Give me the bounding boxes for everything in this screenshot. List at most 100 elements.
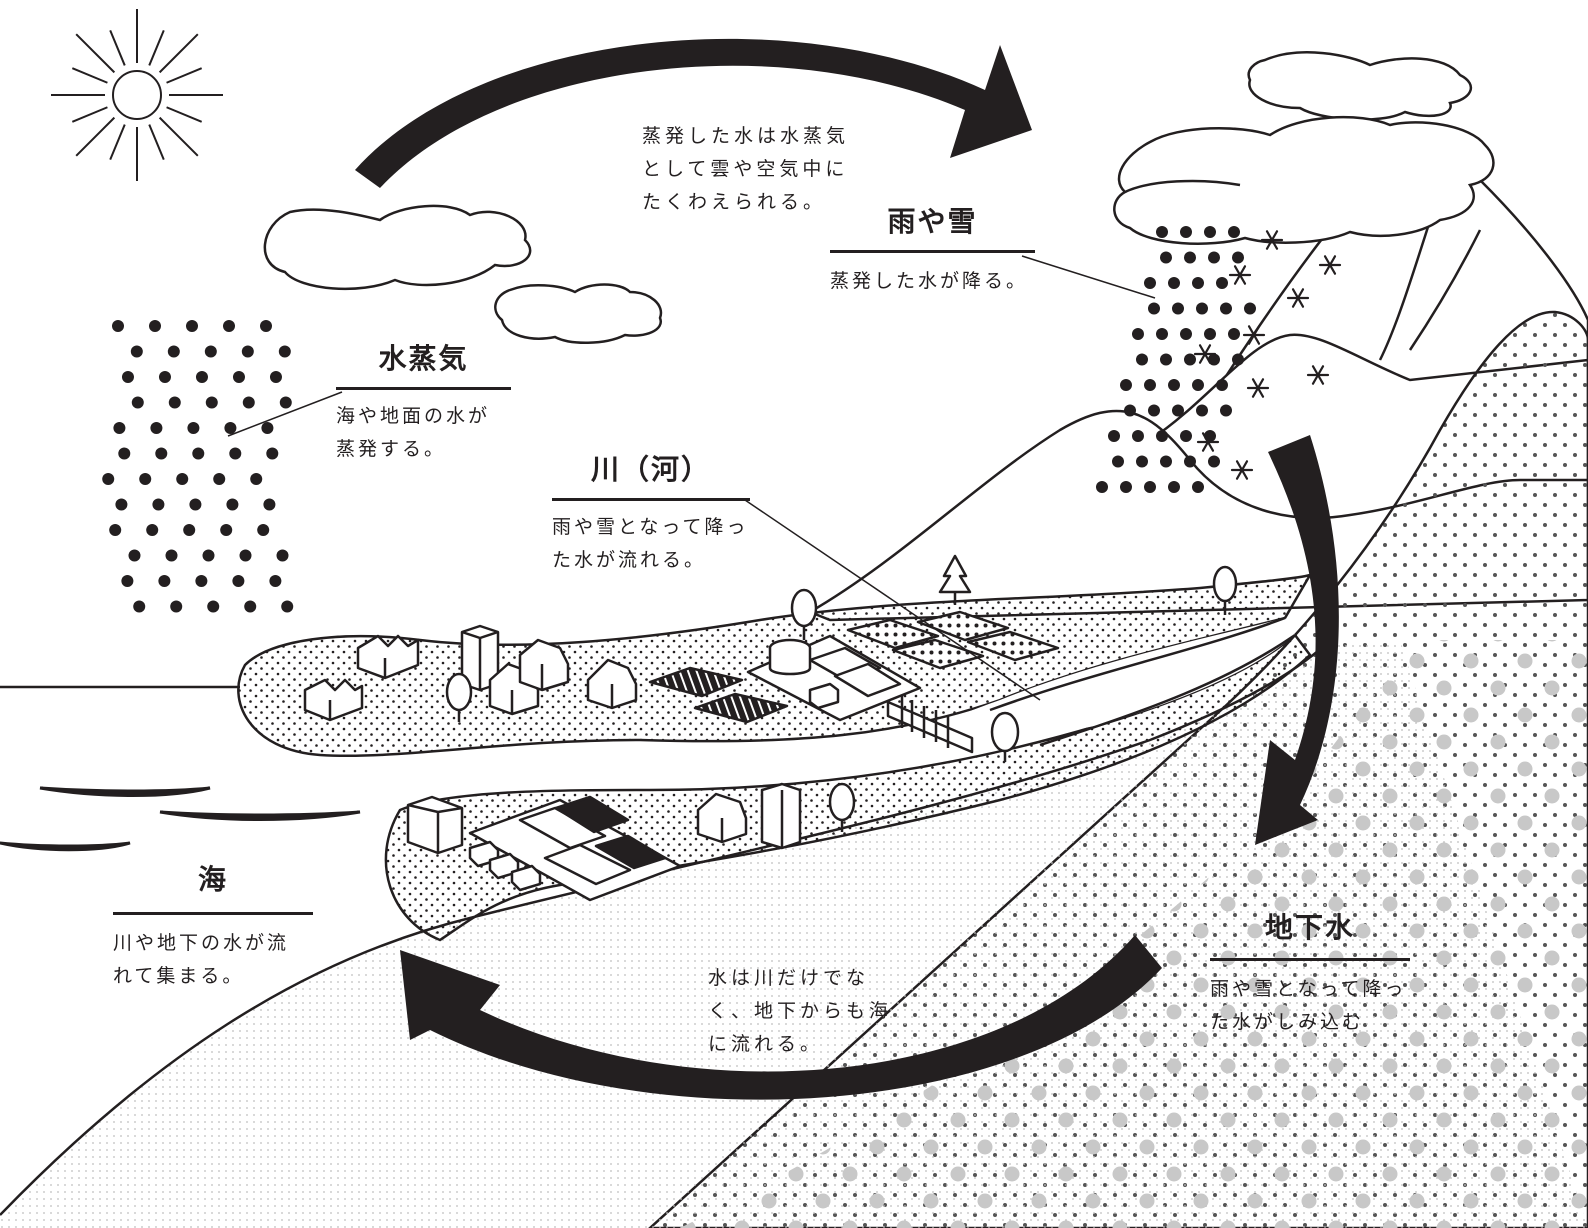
runoff-note: 水は川だけでな く、地下からも海 に流れる。 bbox=[708, 967, 893, 1055]
heading-vapor: 水蒸気 bbox=[336, 345, 511, 390]
vapor-dot bbox=[224, 422, 237, 434]
rain-dot bbox=[1160, 455, 1172, 468]
vapor-dot bbox=[204, 345, 217, 358]
rain-dot bbox=[1204, 328, 1216, 340]
vapor-dot bbox=[250, 473, 263, 485]
vapor-dot bbox=[139, 473, 152, 485]
town-lower bbox=[406, 782, 856, 902]
sun-ray bbox=[109, 124, 126, 161]
sun-ray bbox=[71, 106, 108, 123]
label-rain-snow: 雨や雪 蒸発した水が降る。 bbox=[830, 208, 1035, 298]
sun-ray bbox=[158, 33, 199, 74]
vapor-dot bbox=[261, 422, 274, 434]
tree-icon bbox=[828, 782, 856, 832]
sun-ray bbox=[166, 67, 203, 84]
tree-icon bbox=[445, 672, 473, 722]
sun-ray bbox=[148, 29, 165, 66]
vapor-dot bbox=[223, 320, 235, 332]
snowflake-icon bbox=[1242, 325, 1266, 345]
desc-vapor: 海や地面の水が 蒸発する。 bbox=[336, 405, 491, 460]
vapor-dot bbox=[150, 422, 163, 434]
rain-dot bbox=[1192, 379, 1204, 391]
arrow-icon bbox=[1255, 435, 1339, 845]
label-sea: 海 川や地下の水が流 れて集まる。 bbox=[113, 866, 313, 993]
house-icon bbox=[696, 792, 748, 844]
rain-dot bbox=[1144, 481, 1156, 493]
rain-dot bbox=[1160, 353, 1172, 366]
house-icon bbox=[518, 638, 570, 692]
sun-ray bbox=[166, 106, 203, 123]
rain-dot bbox=[1168, 481, 1180, 493]
rain-dot bbox=[1168, 277, 1180, 289]
rain-dot bbox=[1120, 379, 1132, 391]
heading-river: 川（河） bbox=[552, 456, 750, 501]
leader-lines bbox=[227, 255, 1156, 701]
vapor-dot bbox=[192, 447, 205, 460]
rain-dot bbox=[1156, 430, 1168, 442]
vapor-dot bbox=[158, 575, 171, 587]
rain-dot bbox=[1184, 251, 1196, 264]
vapor-dot bbox=[155, 447, 168, 460]
factory-plant bbox=[468, 795, 682, 902]
rain-dot bbox=[1132, 430, 1144, 442]
field-icon bbox=[846, 618, 940, 650]
rain-dot bbox=[1216, 277, 1228, 289]
vapor-dot bbox=[232, 575, 245, 587]
label-groundwater: 地下水 雨や雪となって降っ た水がしみ込む bbox=[1210, 914, 1410, 1039]
rain-dot bbox=[1228, 226, 1240, 238]
vapor-dot bbox=[278, 345, 291, 358]
vapor-dot bbox=[121, 575, 134, 587]
rain-dot bbox=[1180, 328, 1192, 340]
rain-dot bbox=[1196, 404, 1208, 417]
rain-dot bbox=[1204, 226, 1216, 238]
cloud-icon bbox=[263, 204, 532, 291]
cloud-icon bbox=[494, 283, 663, 345]
vapor-dot bbox=[242, 396, 255, 409]
sun-ray bbox=[109, 29, 126, 66]
evaporation-arrow bbox=[355, 38, 1032, 188]
vapor-dot bbox=[207, 600, 220, 613]
snowflake-icon bbox=[1230, 460, 1254, 480]
vapor-dot bbox=[269, 371, 282, 383]
vapor-dot bbox=[128, 549, 141, 562]
vapor-dot bbox=[281, 600, 294, 613]
rain-dot bbox=[1156, 226, 1168, 238]
rain-dot bbox=[1184, 353, 1196, 366]
desc-sea: 川や地下の水が流 れて集まる。 bbox=[113, 932, 290, 987]
vapor-dot bbox=[158, 371, 171, 383]
arrow-icon bbox=[400, 935, 1162, 1100]
vapor-dot bbox=[118, 447, 131, 460]
sun-ray bbox=[148, 124, 165, 161]
water-tank-icon bbox=[746, 634, 922, 722]
vapor-dot bbox=[115, 498, 128, 511]
vapor-dot bbox=[269, 575, 282, 587]
tree-icon bbox=[938, 554, 972, 605]
vapor-dot bbox=[263, 498, 276, 511]
snowflake-icon bbox=[1246, 378, 1270, 398]
rain-dot bbox=[1232, 251, 1244, 264]
river bbox=[860, 618, 1295, 770]
cloud-icon bbox=[1113, 115, 1495, 245]
rain-dot bbox=[1112, 455, 1124, 468]
vapor-dot bbox=[109, 524, 122, 536]
vapor-dot bbox=[186, 320, 198, 332]
sun-icon bbox=[112, 70, 162, 120]
field-icon bbox=[891, 638, 985, 670]
sun-ray bbox=[158, 116, 199, 157]
vapor-dot bbox=[276, 549, 289, 562]
vapor-dot bbox=[220, 524, 233, 536]
snowflake-icon bbox=[1228, 265, 1252, 285]
snowflake-icon bbox=[1286, 288, 1310, 308]
snowflake-icon bbox=[1193, 344, 1217, 364]
vapor-dot bbox=[121, 371, 134, 383]
vapor-dot bbox=[260, 320, 272, 332]
factory-icon bbox=[356, 634, 420, 680]
snowflake-icon bbox=[1306, 365, 1330, 385]
wave bbox=[39, 786, 211, 797]
rain-dot bbox=[1148, 302, 1160, 315]
vapor-dot bbox=[130, 345, 143, 358]
sun-ray bbox=[71, 67, 108, 84]
snowflake-icon bbox=[1196, 432, 1220, 452]
building-icon bbox=[460, 624, 500, 692]
